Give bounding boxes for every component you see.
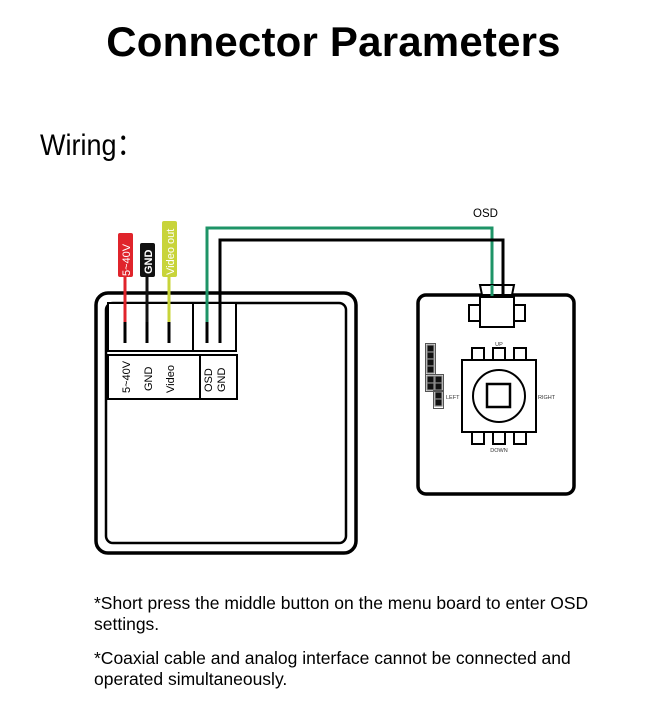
button-pin	[492, 431, 506, 445]
pin-header	[426, 344, 443, 407]
cable-plug	[478, 284, 516, 296]
down-label: DOWN	[490, 448, 507, 454]
ground-wire-tag-label: GND	[143, 250, 155, 275]
wiring-heading: Wiring：	[40, 129, 144, 162]
camera-board-outer-frame	[94, 291, 358, 555]
button-pin	[471, 347, 485, 361]
button-pin	[513, 431, 527, 445]
wire-tags: 5~40V GND Video out	[118, 221, 177, 277]
header-outline	[433, 390, 444, 409]
joystick-button[interactable]	[461, 347, 537, 445]
connector-socket	[479, 296, 515, 328]
note-coaxial-warning: *Coaxial cable and analog interface cann…	[94, 648, 571, 689]
left-label: LEFT	[446, 395, 460, 401]
power-wire-tag-label: 5~40V	[121, 243, 133, 276]
power-pin-label-box	[107, 354, 201, 400]
osd-wire	[205, 226, 494, 322]
note-osd-settings: *Short press the middle button on the me…	[94, 593, 589, 634]
video-wire-tag-label: Video out	[165, 229, 177, 275]
ground-wire-tag	[140, 243, 155, 277]
video-wire-tag	[162, 221, 177, 277]
right-label: RIGHT	[538, 395, 556, 401]
header-pin	[426, 375, 435, 384]
header-pin	[434, 375, 443, 384]
osd-cable-label: OSD	[473, 208, 498, 220]
header-pin	[426, 358, 435, 367]
pin-label-osd-ground: GND	[216, 368, 228, 393]
menu-board-connector	[468, 284, 526, 328]
pin-label-power: 5~40V	[121, 360, 133, 393]
power-wire-tag	[118, 233, 133, 277]
header-pin	[426, 365, 435, 374]
power-connector-housing	[107, 302, 197, 352]
up-label: UP	[495, 342, 503, 348]
header-pin	[426, 382, 435, 391]
pin-label-video: Video	[165, 365, 177, 393]
button-pin	[471, 431, 485, 445]
button-pin	[492, 347, 506, 361]
pin-label-ground: GND	[143, 367, 155, 392]
osd-pin-label-box	[199, 354, 238, 400]
header-pin	[426, 344, 435, 353]
header-pin	[434, 391, 443, 400]
header-pin	[426, 351, 435, 360]
osd-connector	[192, 302, 237, 352]
header-outline	[425, 374, 444, 392]
osd-ground-wire	[218, 238, 505, 322]
middle-button[interactable]	[485, 382, 512, 409]
power-connector	[107, 302, 197, 352]
header-pin	[434, 398, 443, 407]
osd-connector-housing	[192, 302, 237, 352]
button-pin	[513, 347, 527, 361]
page-title: Connector Parameters	[106, 18, 561, 65]
header-pin	[434, 382, 443, 391]
pin-label-osd: OSD	[203, 368, 215, 392]
